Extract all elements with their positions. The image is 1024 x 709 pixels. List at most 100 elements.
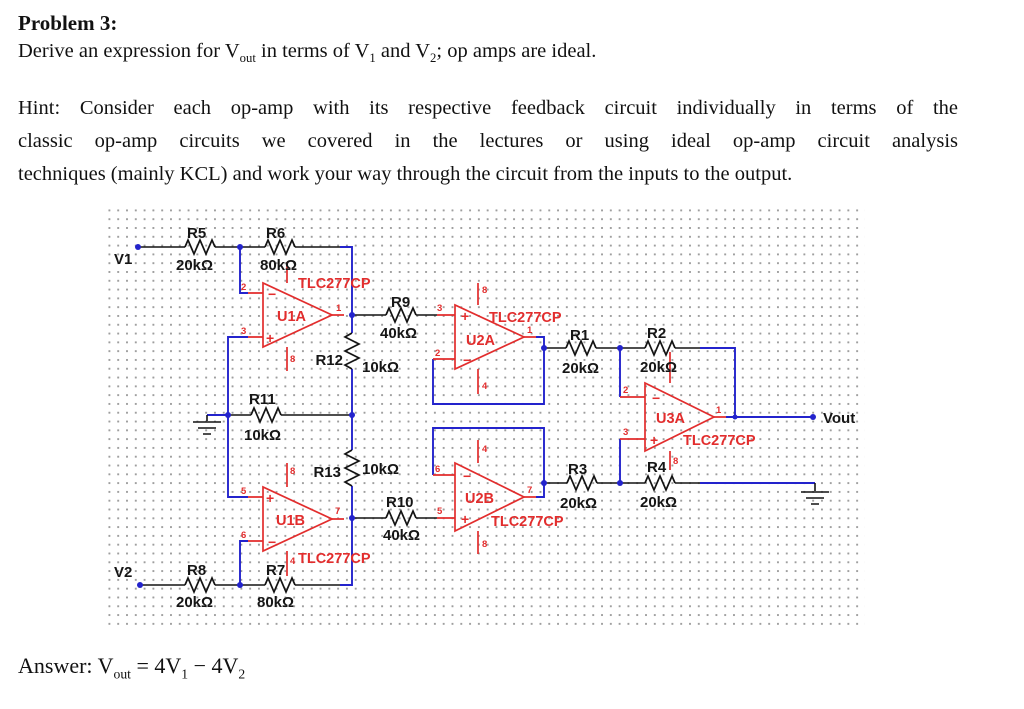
r10-value: 40kΩ <box>383 527 420 544</box>
u2a-pin-out: 1 <box>527 325 533 336</box>
wire-u1a-feedback <box>340 246 353 315</box>
prompt-text: ; op amps are ideal. <box>436 40 597 62</box>
u1b-pin-out: 7 <box>335 506 340 517</box>
schematic-dot-grid <box>105 206 865 630</box>
r9-value: 40kΩ <box>380 325 417 342</box>
r1-name: R1 <box>570 327 589 344</box>
r3-value: 20kΩ <box>560 495 597 512</box>
wire-noninv-bus <box>227 336 248 498</box>
u2b-pin-ninv: 5 <box>437 506 443 517</box>
r6-value: 80kΩ <box>260 257 297 274</box>
u2b-plus-sign: + <box>461 511 469 527</box>
resistor-r3 <box>566 473 598 493</box>
hint-paragraph: Hint: Consider each op-amp with its resp… <box>18 92 958 191</box>
resistor-r4 <box>644 473 676 493</box>
wire-u2a-out <box>536 336 545 348</box>
opamp-u2a <box>454 303 527 371</box>
wire-u2a-feedback <box>432 348 545 405</box>
r13-name: R13 <box>313 464 341 481</box>
u2a-part: TLC277CP <box>489 310 562 326</box>
wire-u2b-feedback <box>432 427 545 483</box>
u1a-pin-inv: 2 <box>241 282 246 293</box>
wire-u1b-inv <box>239 540 248 585</box>
prompt-sub-out: out <box>239 51 256 66</box>
u2a-pin-power-bottom: 4 <box>482 381 488 392</box>
u3a-plus-sign: + <box>650 432 658 448</box>
u1b-name: U1B <box>276 513 305 529</box>
u2b-pin-power-bottom: 8 <box>482 539 487 550</box>
u2a-minus-sign: − <box>463 352 471 368</box>
wire-u2b-out <box>536 483 545 498</box>
u3a-name: U3A <box>656 411 686 427</box>
resistor-r8 <box>184 575 216 595</box>
blue-wires <box>207 246 815 586</box>
terminal-vout-label: Vout <box>823 410 855 427</box>
r2-value: 20kΩ <box>640 359 677 376</box>
component-labels: V1 V2 Vout R5 20kΩ R6 80kΩ R8 20kΩ R7 80… <box>114 225 855 611</box>
opamp-u3a <box>644 381 716 453</box>
r8-value: 20kΩ <box>176 594 213 611</box>
answer-sub-out: out <box>113 666 131 682</box>
resistor-r5 <box>184 237 216 257</box>
resistor-r1 <box>565 338 597 358</box>
u1a-minus-sign: − <box>268 286 276 302</box>
r13-value: 10kΩ <box>362 461 399 478</box>
r5-name: R5 <box>187 225 206 242</box>
wire-u1b-feedback <box>340 518 353 586</box>
problem-title: Problem 3: <box>18 11 118 35</box>
r2-name: R2 <box>647 325 666 342</box>
u1a-part: TLC277CP <box>298 276 371 292</box>
u2b-pin-power-top: 4 <box>482 444 488 455</box>
u2a-pin-power-top: 8 <box>482 285 487 296</box>
opamp-pin-stubs <box>248 262 726 576</box>
u1b-minus-sign: − <box>268 534 276 550</box>
opamp-u2b <box>454 461 526 533</box>
u1a-pin-power-bottom: 8 <box>290 354 295 365</box>
resistor-r12 <box>343 332 361 370</box>
opamp-input-signs: − + + − + − − + − + <box>266 286 660 550</box>
u2a-plus-sign: + <box>461 308 469 324</box>
u3a-pin-ninv: 3 <box>623 427 628 438</box>
u2a-pin-ninv: 3 <box>437 303 442 314</box>
r1-value: 20kΩ <box>562 360 599 377</box>
u3a-pin-inv: 2 <box>623 385 628 396</box>
r12-value: 10kΩ <box>362 359 399 376</box>
r10-name: R10 <box>386 494 414 511</box>
u2b-part: TLC277CP <box>491 514 564 530</box>
wire-u1a-inv <box>239 247 248 294</box>
u2a-name: U2A <box>466 333 496 349</box>
prompt-text: Derive an expression for V <box>18 40 240 62</box>
ground-symbol-left <box>193 415 221 435</box>
u1b-part: TLC277CP <box>298 551 371 567</box>
answer-sub-1: 1 <box>181 666 189 682</box>
u1b-pin-power-top: 8 <box>290 466 295 477</box>
u3a-part: TLC277CP <box>683 433 756 449</box>
ground-symbol-right <box>801 483 829 505</box>
answer-line: Answer: Vout = 4V1 − 4V2 <box>18 653 245 682</box>
u1b-pin-inv: 6 <box>241 530 246 541</box>
resistor-r13 <box>343 449 361 487</box>
r7-value: 80kΩ <box>257 594 294 611</box>
answer-text: Answer: V <box>18 653 114 678</box>
opamp-u1a <box>262 281 335 349</box>
wire-u3a-feedback <box>700 347 736 417</box>
u2b-pin-out: 7 <box>527 485 532 496</box>
u1b-pin-ninv: 5 <box>241 486 247 497</box>
hint-line-3: techniques (mainly KCL) and work your wa… <box>18 163 793 185</box>
u1a-pin-out: 1 <box>336 303 342 314</box>
r11-name: R11 <box>249 391 276 408</box>
hint-line-2: classic op-amp circuits we covered in th… <box>18 130 958 152</box>
prompt-sub-1: 1 <box>369 51 376 66</box>
u1a-name: U1A <box>277 309 307 325</box>
answer-text: = 4V <box>130 653 182 678</box>
prompt-text: and V <box>375 40 431 62</box>
resistor-r7 <box>264 575 296 595</box>
terminal-v1-label: V1 <box>114 251 132 268</box>
u3a-pin-power-bottom: 8 <box>673 456 678 467</box>
junction-dots <box>135 244 816 588</box>
pin-numbers: 2 3 1 8 5 6 7 8 4 3 2 1 8 4 6 5 7 4 8 2 … <box>241 282 722 567</box>
resistor-r2 <box>644 338 676 358</box>
r3-name: R3 <box>568 461 587 478</box>
resistor-r10 <box>385 508 417 528</box>
